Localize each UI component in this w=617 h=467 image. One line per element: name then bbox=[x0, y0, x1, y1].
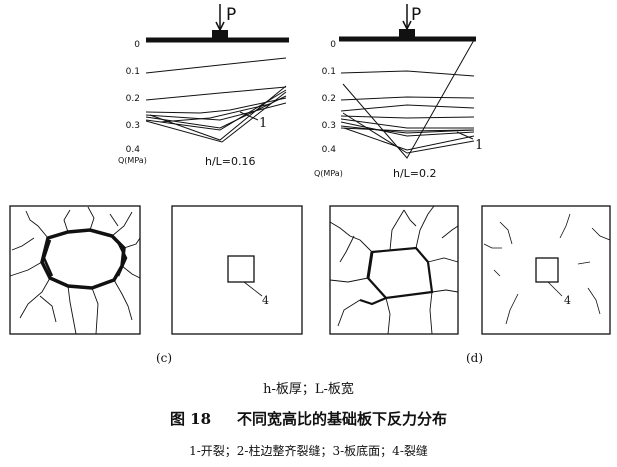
left-y-tick-2: 0.2 bbox=[126, 94, 140, 104]
slab-c-marker: 4 bbox=[262, 294, 269, 307]
right-curve-marker: 1 bbox=[475, 138, 483, 153]
slab-c-column-square bbox=[227, 255, 255, 283]
slab-d-bottom-face bbox=[481, 205, 611, 335]
right-y-tick-2: 0.2 bbox=[322, 94, 336, 104]
right-y-ticks: 0 0.1 0.2 0.3 0.4 bbox=[322, 40, 337, 155]
right-ratio-label: h/L=0.2 bbox=[393, 167, 437, 180]
slab-c-marker-leader bbox=[243, 281, 263, 297]
left-y-tick-0: 0 bbox=[134, 40, 140, 50]
left-load-arrow-head bbox=[215, 21, 225, 32]
slab-d-column-square bbox=[535, 257, 559, 283]
slab-d-hairline-cracks bbox=[483, 213, 611, 325]
slab-c-bottom-outline bbox=[171, 205, 303, 335]
left-load-label: P bbox=[226, 5, 236, 25]
right-y-tick-3: 0.3 bbox=[322, 121, 336, 131]
right-column-block bbox=[399, 29, 415, 39]
right-y-tick-0: 0 bbox=[330, 40, 336, 50]
slab-c-label: (c) bbox=[156, 351, 172, 365]
right-y-tick-4: 0.4 bbox=[322, 145, 337, 155]
slab-d-bottom-outline bbox=[481, 205, 611, 335]
right-load-arrow-head bbox=[402, 20, 412, 31]
figure-drawing: 0 0.1 0.2 0.3 0.4 P Q(MPa) h/L=0.16 1 0 bbox=[9, 4, 611, 365]
slab-d-outline bbox=[329, 205, 459, 335]
figure-legend: 1-开裂；2-柱边整齐裂缝；3-板底面；4-裂缝 bbox=[189, 444, 428, 458]
right-y-tick-1: 0.1 bbox=[322, 67, 336, 77]
slab-d-label: (d) bbox=[466, 351, 483, 365]
figure-note: h-板厚；L-板宽 bbox=[263, 382, 354, 397]
left-y-axis-label: Q(MPa) bbox=[118, 156, 147, 165]
slab-d-marker-leader bbox=[547, 281, 563, 297]
left-y-ticks: 0 0.1 0.2 0.3 0.4 bbox=[126, 40, 141, 155]
slab-c-punching-crack bbox=[40, 228, 126, 290]
right-load-label: P bbox=[411, 5, 421, 25]
figure-title: 不同宽高比的基础板下反力分布 bbox=[237, 410, 448, 428]
slab-d-cracked bbox=[329, 205, 459, 335]
left-column-block bbox=[212, 30, 228, 40]
left-y-tick-1: 0.1 bbox=[126, 67, 140, 77]
slab-c-cracked bbox=[9, 205, 141, 335]
left-y-tick-3: 0.3 bbox=[126, 121, 140, 131]
slab-c-outline bbox=[9, 205, 141, 335]
left-ratio-label: h/L=0.16 bbox=[205, 155, 256, 168]
left-y-tick-4: 0.4 bbox=[126, 145, 141, 155]
slab-c-radial-cracks bbox=[9, 206, 141, 335]
right-pressure-chart bbox=[339, 4, 476, 159]
left-pressure-chart bbox=[145, 4, 289, 143]
slab-d-radial-cracks bbox=[329, 205, 459, 335]
right-pressure-curves bbox=[340, 39, 475, 159]
figure-caption: 图 18 不同宽高比的基础板下反力分布 bbox=[0, 408, 617, 429]
left-curve-marker: 1 bbox=[259, 116, 267, 131]
slab-c-bottom-face bbox=[171, 205, 303, 335]
slab-d-marker: 4 bbox=[564, 294, 571, 307]
left-pressure-curves bbox=[145, 57, 287, 143]
right-y-axis-label: Q(MPa) bbox=[314, 169, 343, 178]
figure-number: 图 18 bbox=[169, 410, 212, 428]
